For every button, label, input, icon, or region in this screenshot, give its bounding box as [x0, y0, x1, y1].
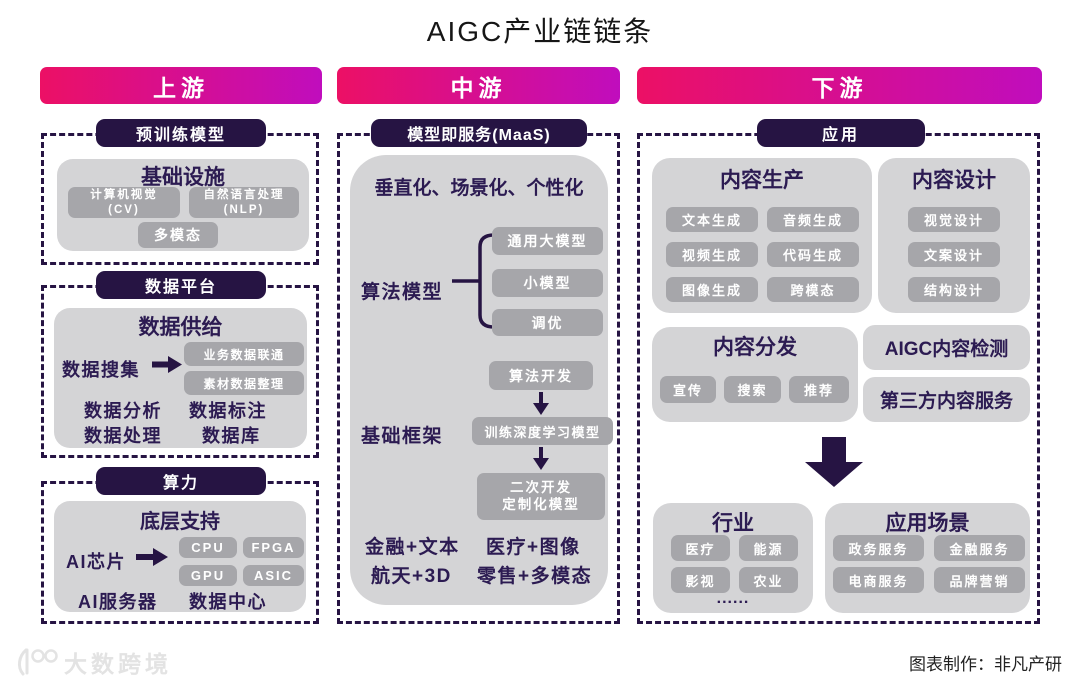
aigc-detect-box: AIGC内容检测 — [863, 325, 1030, 370]
data-process-label: 数据处理 — [84, 426, 162, 446]
watermark: 大数跨境 — [14, 645, 172, 679]
data-label-label: 数据标注 — [189, 401, 267, 421]
custom-model-line1: 二次开发 — [510, 479, 572, 495]
infrastructure-title: 基础设施 — [141, 166, 225, 189]
data-collect-label: 数据搜集 — [62, 360, 140, 380]
industry-title: 行业 — [712, 512, 754, 535]
brand-marketing-chip: 品牌营销 — [934, 567, 1025, 593]
promotion-chip: 宣传 — [660, 376, 716, 403]
gpu-chip: GPU — [179, 565, 237, 586]
copy-design-chip: 文案设计 — [908, 242, 1000, 267]
dataplatform-pill: 数据平台 — [96, 271, 266, 299]
right-arrow-icon — [152, 356, 182, 373]
datasupply-title: 数据供给 — [138, 316, 223, 339]
combo-medical-image: 医疗+图像 — [486, 537, 581, 558]
header-upstream: 上游 — [40, 67, 322, 104]
cv-chip: 计算机视觉 (CV) — [68, 187, 180, 218]
visual-design-chip: 视觉设计 — [908, 207, 1000, 232]
down-arrow-icon — [533, 447, 549, 470]
structure-design-chip: 结构设计 — [908, 277, 1000, 302]
combo-retail-multimodal: 零售+多模态 — [477, 566, 593, 587]
bracket-icon — [452, 233, 496, 329]
crossmodal-chip: 跨模态 — [767, 277, 859, 302]
material-data-chip: 素材数据整理 — [184, 371, 304, 395]
nlp-chip: 自然语言处理 (NLP) — [189, 187, 299, 218]
pretrain-pill: 预训练模型 — [96, 119, 266, 147]
header-midstream: 中游 — [337, 67, 620, 104]
small-model-chip: 小模型 — [492, 269, 603, 297]
base-framework-label: 基础框架 — [361, 426, 444, 447]
thirdparty-service-box: 第三方内容服务 — [863, 377, 1030, 422]
big-down-arrow-icon — [805, 437, 863, 487]
custom-model-line2: 定制化模型 — [502, 496, 580, 512]
cv-chip-line2: (CV) — [108, 203, 140, 216]
algo-dev-chip: 算法开发 — [489, 361, 593, 390]
film-chip: 影视 — [671, 567, 730, 593]
content-distribution-title: 内容分发 — [713, 336, 797, 359]
agriculture-chip: 农业 — [739, 567, 798, 593]
image-gen-chip: 图像生成 — [666, 277, 758, 302]
recommend-chip: 推荐 — [789, 376, 849, 403]
data-analyze-label: 数据分析 — [84, 401, 162, 421]
gov-service-chip: 政务服务 — [833, 535, 924, 561]
content-production-title: 内容生产 — [720, 169, 804, 192]
application-pill: 应用 — [757, 119, 925, 147]
finance-service-chip: 金融服务 — [934, 535, 1025, 561]
fpga-chip: FPGA — [243, 537, 304, 558]
medical-chip: 医疗 — [671, 535, 730, 561]
combo-aero-3d: 航天+3D — [371, 566, 452, 587]
down-arrow-icon — [533, 392, 549, 415]
multimodal-chip: 多模态 — [138, 222, 218, 248]
credit-text: 图表制作：非凡产研 — [909, 655, 1062, 674]
ecommerce-service-chip: 电商服务 — [833, 567, 924, 593]
industry-more-dots: ...... — [716, 590, 750, 607]
ai-chip-label: AI芯片 — [66, 552, 126, 572]
algo-model-label: 算法模型 — [361, 282, 444, 303]
application-scene-title: 应用场景 — [885, 512, 970, 535]
header-downstream: 下游 — [637, 67, 1042, 104]
combo-finance-text: 金融+文本 — [365, 537, 460, 558]
cpu-chip: CPU — [179, 537, 237, 558]
code-gen-chip: 代码生成 — [767, 242, 859, 267]
big-model-chip: 通用大模型 — [492, 227, 603, 255]
text-gen-chip: 文本生成 — [666, 207, 758, 232]
compute-pill: 算力 — [96, 467, 266, 495]
cv-chip-line1: 计算机视觉 — [90, 189, 158, 202]
business-data-chip: 业务数据联通 — [184, 342, 304, 366]
tuning-chip: 调优 — [492, 309, 603, 336]
content-distribution-box — [652, 327, 858, 422]
watermark-logo-icon — [17, 648, 58, 676]
video-gen-chip: 视频生成 — [666, 242, 758, 267]
page-title: AIGC产业链链条 — [426, 16, 654, 47]
search-chip: 搜索 — [724, 376, 781, 403]
audio-gen-chip: 音频生成 — [767, 207, 859, 232]
basesupport-title: 底层支持 — [140, 511, 220, 533]
energy-chip: 能源 — [739, 535, 798, 561]
database-label: 数据库 — [202, 426, 261, 446]
maas-headline: 垂直化、场景化、个性化 — [374, 178, 584, 199]
content-design-title: 内容设计 — [912, 169, 996, 192]
watermark-text: 大数跨境 — [64, 651, 172, 677]
nlp-chip-line1: 自然语言处理 — [203, 189, 285, 202]
data-center-label: 数据中心 — [189, 592, 267, 612]
ai-server-label: AI服务器 — [78, 592, 158, 612]
train-model-chip: 训练深度学习模型 — [472, 417, 613, 445]
maas-pill: 模型即服务(MaaS) — [371, 119, 587, 147]
custom-model-chip: 二次开发 定制化模型 — [477, 473, 605, 520]
right-arrow-icon — [136, 548, 168, 566]
asic-chip: ASIC — [243, 565, 304, 586]
nlp-chip-line2: (NLP) — [223, 203, 265, 216]
